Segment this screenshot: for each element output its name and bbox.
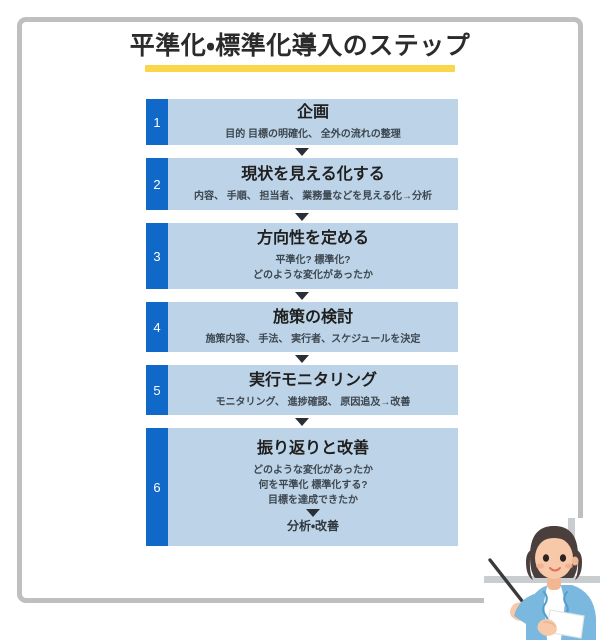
step-row-2[interactable]: 2 現状を見える化する 内容、 手順、 担当者、 業務量などを見える化→分析 [146,158,458,210]
step-detail-1: 目的 目標の明確化、 全外の流れの整理 [225,127,401,142]
step-detail-line: 何を平準化 標準化する? [258,480,368,491]
arrow-down-icon [295,354,309,363]
step-body-3: 方向性を定める 平準化? 標準化? どのような変化があったか [168,223,458,289]
arrow-down-icon [295,417,309,426]
step-number-badge-1: 1 [146,99,168,145]
step-heading-4: 施策の検討 [272,308,353,326]
step-heading-1: 企画 [296,103,329,121]
step-detail-line: どのような変化があったか [253,270,373,281]
step-inner-arrow [306,509,320,517]
step-list: 1 企画 目的 目標の明確化、 全外の流れの整理 2 現状を見える化する 内容、… [146,99,458,546]
step-connector-5-6 [146,415,458,428]
step-detail-line: 平準化? 標準化? [275,255,351,266]
step-detail-2: 内容、 手順、 担当者、 業務量などを見える化→分析 [194,189,432,204]
step-detail-4: 施策内容、 手法、 実行者、スケジュールを決定 [206,332,421,347]
step-body-4: 施策の検討 施策内容、 手法、 実行者、スケジュールを決定 [168,302,458,352]
step-detail-line: どのような変化があったか [253,465,373,476]
step-number-badge-6: 6 [146,428,168,546]
step-row-5[interactable]: 5 実行モニタリング モニタリング、 進捗確認、 原因追及→改善 [146,365,458,415]
title-underline [145,65,455,72]
step-heading-3: 方向性を定める [256,230,369,247]
arrow-down-icon [306,509,320,517]
step-connector-4-5 [146,352,458,365]
arrow-down-icon [295,212,309,221]
step-row-6[interactable]: 6 振り返りと改善 どのような変化があったか 何を平準化 標準化する? 目標を達… [146,428,458,546]
step-detail-6: どのような変化があったか 何を平準化 標準化する? 目標を達成できたか [253,463,373,508]
step-detail-5: モニタリング、 進捗確認、 原因追及→改善 [216,395,411,410]
title-block: 平準化・標準化導入のステップ [0,30,600,72]
pointer-stick-icon [488,558,528,608]
step-detail-3: 平準化? 標準化? どのような変化があったか [253,253,373,283]
step-row-4[interactable]: 4 施策の検討 施策内容、 手法、 実行者、スケジュールを決定 [146,302,458,352]
presenter-illustration [484,518,600,640]
arrow-down-icon [295,147,309,156]
step-connector-2-3 [146,210,458,223]
page-title: 平準化・標準化導入のステップ [129,32,471,60]
step-detail-line: 目的 目標の明確化、 全外の流れの整理 [225,128,401,140]
step-number-badge-2: 2 [146,158,168,210]
step-row-3[interactable]: 3 方向性を定める 平準化? 標準化? どのような変化があったか [146,223,458,289]
step-number-badge-3: 3 [146,223,168,289]
step-footnote-6: 分析・改善 [286,519,340,533]
step-body-2: 現状を見える化する 内容、 手順、 担当者、 業務量などを見える化→分析 [168,158,458,210]
step-detail-line: 目標を達成できたか [268,495,358,506]
step-number-badge-4: 4 [146,302,168,352]
arrow-down-icon [295,291,309,300]
step-detail-line: 施策内容、 手法、 実行者、スケジュールを決定 [205,333,421,345]
step-body-5: 実行モニタリング モニタリング、 進捗確認、 原因追及→改善 [168,365,458,415]
step-body-1: 企画 目的 目標の明確化、 全外の流れの整理 [168,99,458,145]
step-heading-2: 現状を見える化する [241,165,385,183]
step-number-badge-5: 5 [146,365,168,415]
step-connector-3-4 [146,289,458,302]
step-detail-line: モニタリング、 進捗確認、 原因追及→改善 [215,396,411,408]
step-body-6: 振り返りと改善 どのような変化があったか 何を平準化 標準化する? 目標を達成で… [168,428,458,546]
step-connector-1-2 [146,145,458,158]
step-heading-5: 実行モニタリング [248,371,377,389]
step-heading-6: 振り返りと改善 [256,440,369,457]
step-row-1[interactable]: 1 企画 目的 目標の明確化、 全外の流れの整理 [146,99,458,145]
step-detail-line: 内容、 手順、 担当者、 業務量などを見える化→分析 [193,190,433,202]
